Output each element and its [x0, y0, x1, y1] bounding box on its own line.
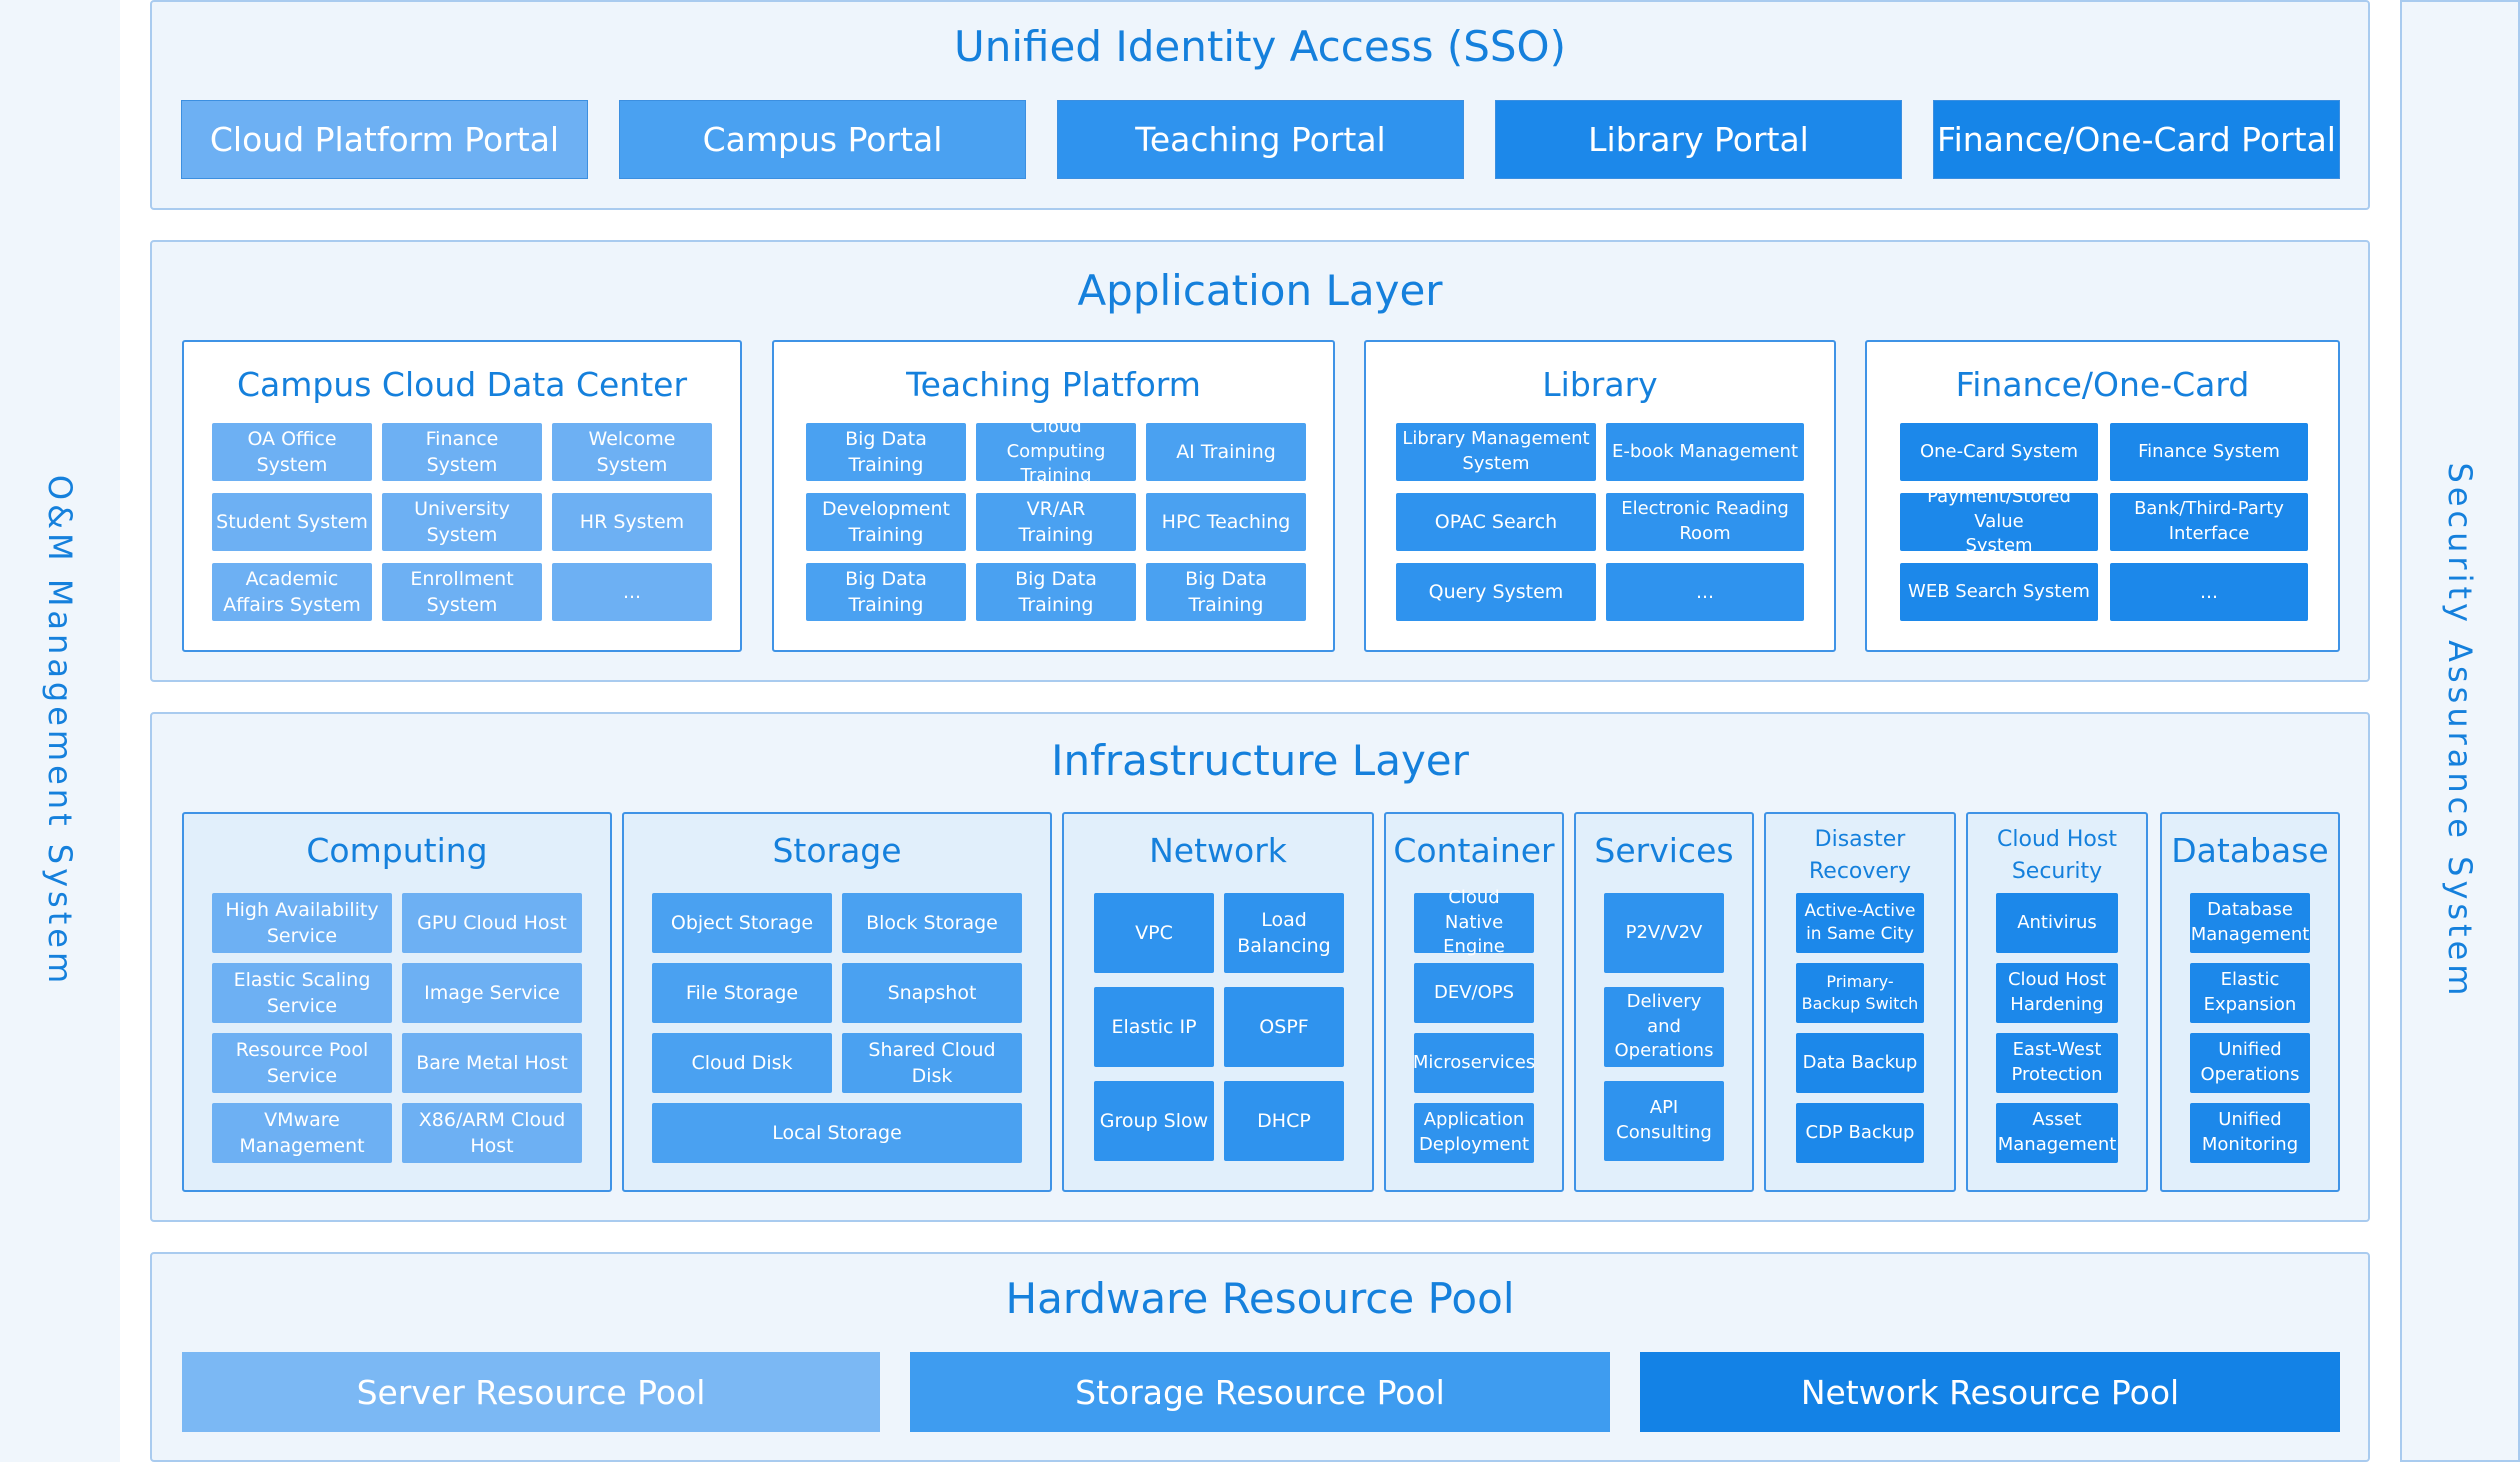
- group-title: Library: [1542, 365, 1658, 404]
- cell-asset-management[interactable]: Asset Management: [1996, 1103, 2118, 1163]
- cell-application-deployment[interactable]: Application Deployment: [1414, 1103, 1534, 1163]
- cell-data-backup[interactable]: Data Backup: [1796, 1033, 1924, 1093]
- cell-dev-ops[interactable]: DEV/OPS: [1414, 963, 1534, 1023]
- cell-gpu-cloud-host[interactable]: GPU Cloud Host: [402, 893, 582, 953]
- cell-elastic-ip[interactable]: Elastic IP: [1094, 987, 1214, 1067]
- cell-cloud-host-hardening[interactable]: Cloud Host Hardening: [1996, 963, 2118, 1023]
- cell-microservices[interactable]: Microservices: [1413, 1033, 1535, 1093]
- cell-cloud-computing-training[interactable]: Cloud Computing Training: [976, 416, 1136, 486]
- portal-finance-one-card[interactable]: Finance/One-Card Portal: [1933, 100, 2340, 179]
- cell-library-management[interactable]: Library Management System: [1396, 423, 1596, 481]
- group-title: Storage: [772, 831, 902, 870]
- cell-finance-system[interactable]: Finance System: [2110, 423, 2308, 481]
- cell-more[interactable]: ...: [552, 563, 712, 621]
- cell-academic-affairs[interactable]: Academic Affairs System: [212, 563, 372, 621]
- cell-database-management[interactable]: Database Management: [2190, 893, 2310, 953]
- security-assurance-sidebar: Security Assurance System: [2400, 0, 2520, 1462]
- group-title: Campus Cloud Data Center: [236, 365, 688, 404]
- om-management-sidebar: O&M Management System: [0, 0, 120, 1462]
- cell-dhcp[interactable]: DHCP: [1224, 1081, 1344, 1161]
- cell-electronic-reading-room[interactable]: Electronic Reading Room: [1606, 493, 1804, 551]
- cell-oa-office[interactable]: OA Office System: [212, 423, 372, 481]
- cell-x86-arm-cloud-host[interactable]: X86/ARM Cloud Host: [402, 1103, 582, 1163]
- cell-antivirus[interactable]: Antivirus: [1996, 893, 2118, 953]
- cell-active-active[interactable]: Active-Active in Same City: [1796, 893, 1924, 953]
- cell-more[interactable]: ...: [1606, 563, 1804, 621]
- portal-teaching[interactable]: Teaching Portal: [1057, 100, 1464, 179]
- group-title: Database: [2171, 831, 2329, 870]
- cell-unified-monitoring[interactable]: Unified Monitoring: [2190, 1103, 2310, 1163]
- group-title: Container: [1393, 831, 1555, 870]
- portal-cloud-platform[interactable]: Cloud Platform Portal: [181, 100, 588, 179]
- pool-server[interactable]: Server Resource Pool: [182, 1352, 880, 1432]
- application-title: Application Layer: [1077, 266, 1443, 315]
- cell-object-storage[interactable]: Object Storage: [652, 893, 832, 953]
- portal-campus[interactable]: Campus Portal: [619, 100, 1026, 179]
- cell-file-storage[interactable]: File Storage: [652, 963, 832, 1023]
- cell-snapshot[interactable]: Snapshot: [842, 963, 1022, 1023]
- group-title: Cloud Host Security: [1997, 827, 2117, 884]
- cell-elastic-scaling[interactable]: Elastic Scaling Service: [212, 963, 392, 1023]
- cell-ebook-management[interactable]: E-book Management: [1606, 423, 1804, 481]
- cell-ospf[interactable]: OSPF: [1224, 987, 1344, 1067]
- cell-development-training[interactable]: Development Training: [806, 493, 966, 551]
- cell-opac-search[interactable]: OPAC Search: [1396, 493, 1596, 551]
- cell-web-search-system[interactable]: WEB Search System: [1900, 563, 2098, 621]
- cell-cloud-disk[interactable]: Cloud Disk: [652, 1033, 832, 1093]
- cell-welcome-system[interactable]: Welcome System: [552, 423, 712, 481]
- cell-student-system[interactable]: Student System: [212, 493, 372, 551]
- cell-block-storage[interactable]: Block Storage: [842, 893, 1022, 953]
- group-title: Finance/One-Card: [1955, 365, 2250, 404]
- cell-p2v-v2v[interactable]: P2V/V2V: [1604, 893, 1724, 973]
- cell-image-service[interactable]: Image Service: [402, 963, 582, 1023]
- cell-more[interactable]: ...: [2110, 563, 2308, 621]
- cell-enrollment-system[interactable]: Enrollment System: [382, 563, 542, 621]
- cell-ai-training[interactable]: AI Training: [1146, 423, 1306, 481]
- cell-primary-backup-switch[interactable]: Primary- Backup Switch: [1796, 963, 1924, 1023]
- cell-group-slow[interactable]: Group Slow: [1094, 1081, 1214, 1161]
- portal-library[interactable]: Library Portal: [1495, 100, 1902, 179]
- hardware-title: Hardware Resource Pool: [1005, 1274, 1515, 1323]
- cell-unified-operations[interactable]: Unified Operations: [2190, 1033, 2310, 1093]
- cell-cloud-native-engine[interactable]: Cloud Native Engine: [1414, 887, 1534, 957]
- cell-elastic-expansion[interactable]: Elastic Expansion: [2190, 963, 2310, 1023]
- cell-big-data-training[interactable]: Big Data Training: [806, 563, 966, 621]
- cell-hpc-teaching[interactable]: HPC Teaching: [1146, 493, 1306, 551]
- cell-big-data-training[interactable]: Big Data Training: [976, 563, 1136, 621]
- cell-big-data-training[interactable]: Big Data Training: [1146, 563, 1306, 621]
- cell-university-system[interactable]: University System: [382, 493, 542, 551]
- om-management-label: O&M Management System: [41, 474, 79, 988]
- cell-hr-system[interactable]: HR System: [552, 493, 712, 551]
- cell-high-availability[interactable]: High Availability Service: [212, 893, 392, 953]
- cell-shared-cloud-disk[interactable]: Shared Cloud Disk: [842, 1033, 1022, 1093]
- cell-payment-stored-value[interactable]: Payment/Stored Value System: [1900, 486, 2098, 556]
- cell-local-storage[interactable]: Local Storage: [652, 1103, 1022, 1163]
- cell-bare-metal-host[interactable]: Bare Metal Host: [402, 1033, 582, 1093]
- cell-resource-pool-service[interactable]: Resource Pool Service: [212, 1033, 392, 1093]
- group-title: Services: [1594, 831, 1734, 870]
- cell-finance-system[interactable]: Finance System: [382, 423, 542, 481]
- cell-east-west-protection[interactable]: East-West Protection: [1996, 1033, 2118, 1093]
- security-assurance-label: Security Assurance System: [2441, 462, 2479, 1000]
- cell-delivery-operations[interactable]: Delivery and Operations: [1604, 987, 1724, 1067]
- cell-big-data-training[interactable]: Big Data Training: [806, 423, 966, 481]
- cell-cdp-backup[interactable]: CDP Backup: [1796, 1103, 1924, 1163]
- group-title: Computing: [306, 831, 488, 870]
- cell-query-system[interactable]: Query System: [1396, 563, 1596, 621]
- group-title: Teaching Platform: [906, 365, 1201, 404]
- cell-load-balancing[interactable]: Load Balancing: [1224, 893, 1344, 973]
- cell-bank-third-party[interactable]: Bank/Third-Party Interface: [2110, 493, 2308, 551]
- cell-vpc[interactable]: VPC: [1094, 893, 1214, 973]
- cell-vr-ar-training[interactable]: VR/AR Training: [976, 493, 1136, 551]
- group-title: Network: [1149, 831, 1287, 870]
- pool-network[interactable]: Network Resource Pool: [1640, 1352, 2340, 1432]
- infrastructure-title: Infrastructure Layer: [1051, 736, 1469, 785]
- sso-title: Unified Identity Access (SSO): [954, 22, 1566, 71]
- cell-one-card-system[interactable]: One-Card System: [1900, 423, 2098, 481]
- pool-storage[interactable]: Storage Resource Pool: [910, 1352, 1610, 1432]
- cell-vmware-management[interactable]: VMware Management: [212, 1103, 392, 1163]
- cell-api-consulting[interactable]: API Consulting: [1604, 1081, 1724, 1161]
